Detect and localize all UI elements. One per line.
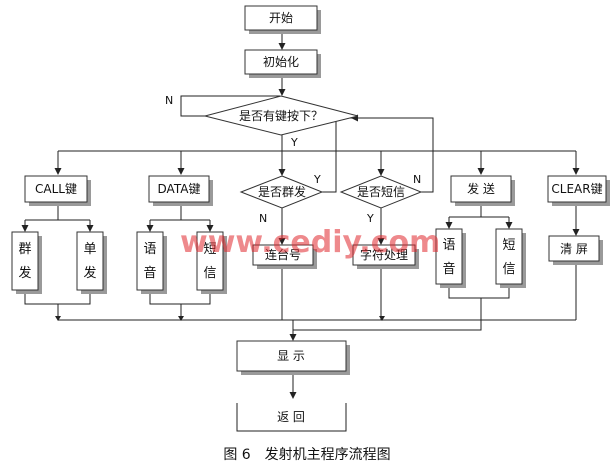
node-call-single: 单 发 <box>76 231 107 294</box>
node-send-sms: 短 信 <box>495 228 526 288</box>
node-start-label: 开始 <box>269 11 293 25</box>
label-y-main: Y <box>290 136 298 149</box>
node-send-voice-char-2: 音 <box>442 261 455 277</box>
node-call-group-char-1: 群 <box>18 242 31 257</box>
decision-is-sms-label: 是否短信 <box>357 185 405 199</box>
decision-key-pressed: 是否有键按下？ <box>204 95 359 136</box>
label-n-loop: N <box>165 94 173 107</box>
node-call-group-char-2: 发 <box>18 265 31 281</box>
node-send-voice-char-1: 语 <box>442 238 455 253</box>
node-init-label: 初始化 <box>263 55 299 69</box>
node-clear-key-label: CLEAR键 <box>551 182 602 196</box>
node-data-key-label: DATA键 <box>158 182 201 196</box>
node-connect-label: 连台号 <box>265 247 301 262</box>
watermark-text: www.cediy.com <box>180 225 440 260</box>
node-data-sms: 短 信 <box>196 231 227 294</box>
decision-key-pressed-label: 是否有键按下？ <box>239 109 323 123</box>
node-call-group: 群 发 <box>11 231 42 294</box>
decision-is-group: 是否群发 <box>239 175 324 209</box>
node-start: 开始 <box>244 5 321 34</box>
node-clear-screen-label: 清 屏 <box>560 242 588 256</box>
node-data-sms-char-1: 短 <box>203 242 216 257</box>
connectors <box>21 30 580 399</box>
node-data-voice: 语 音 <box>136 231 167 294</box>
label-n-group: N <box>259 212 267 225</box>
node-char-proc: 字符处理 <box>352 244 419 269</box>
node-call-key-label: CALL键 <box>35 182 77 196</box>
label-n-sms: N <box>413 173 421 186</box>
label-y-group: Y <box>313 173 321 186</box>
node-send-voice: 语 音 <box>435 228 466 288</box>
node-return: 返 回 <box>236 403 347 432</box>
node-send-label: 发 送 <box>467 181 495 196</box>
figure-caption: 图 6 发射机主程序流程图 <box>223 447 390 463</box>
node-data-key: DATA键 <box>148 175 213 206</box>
node-data-voice-char-1: 语 <box>143 242 156 257</box>
node-send: 发 送 <box>450 175 515 206</box>
label-y-sms: Y <box>366 212 374 225</box>
node-connect: 连台号 <box>252 244 317 269</box>
node-display-label: 显 示 <box>277 349 305 363</box>
node-display: 显 示 <box>236 340 350 375</box>
node-char-proc-label: 字符处理 <box>360 247 408 262</box>
node-data-voice-char-2: 音 <box>143 265 156 281</box>
decision-is-group-label: 是否群发 <box>258 184 306 199</box>
decision-is-sms: 是否短信 <box>339 175 423 209</box>
node-send-sms-char-2: 信 <box>502 262 515 277</box>
node-call-single-char-2: 发 <box>83 265 96 281</box>
node-call-key: CALL键 <box>24 175 91 206</box>
node-data-sms-char-2: 信 <box>203 266 216 281</box>
node-return-label: 返 回 <box>277 410 305 424</box>
node-call-single-char-1: 单 <box>83 242 96 257</box>
node-init: 初始化 <box>244 49 321 78</box>
node-clear-key: CLEAR键 <box>547 175 610 206</box>
node-clear-screen: 清 屏 <box>548 235 603 265</box>
node-send-sms-char-1: 短 <box>502 238 515 253</box>
